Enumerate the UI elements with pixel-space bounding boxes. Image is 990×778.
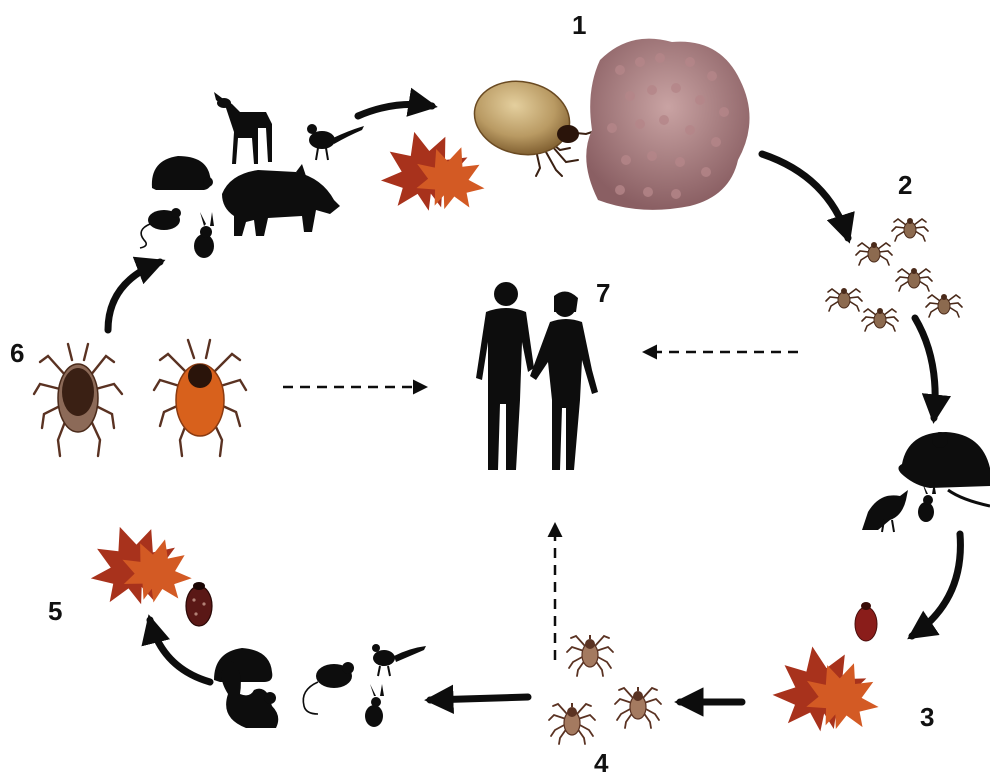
engorged-nymph-tick-icon	[186, 582, 212, 626]
mouse-icon	[140, 208, 181, 248]
stage-7-humans	[476, 282, 598, 470]
stage-3-engorged-larva	[765, 602, 900, 755]
tick-icon	[896, 268, 932, 291]
stage-label-4: 4	[594, 748, 609, 778]
deer-icon	[214, 92, 272, 164]
rabbit-icon	[918, 482, 936, 522]
engorged-larva-tick-icon	[855, 602, 877, 641]
tick-icon	[549, 703, 595, 744]
stage-label-7: 7	[596, 278, 610, 308]
stage-6-adults	[34, 340, 246, 456]
stage-5-engorged-nymph	[78, 504, 218, 637]
bird-icon	[862, 490, 908, 532]
stage-1-eggs	[371, 39, 750, 241]
tick-icon	[567, 635, 613, 676]
stage-label-6: 6	[10, 338, 24, 368]
boar-icon	[222, 164, 340, 236]
egg-mass-icon	[586, 39, 749, 210]
tick-icon	[615, 687, 661, 728]
adult-male-tick-icon	[34, 344, 122, 456]
stage-label-3: 3	[920, 702, 934, 732]
arrow-hosts-to-engorged-nymph	[150, 620, 210, 682]
leaf-icon	[765, 634, 900, 755]
tick-icon	[926, 294, 962, 317]
adult-female-tick-icon	[154, 340, 246, 456]
mouse-icon	[303, 662, 354, 714]
tick-icon	[862, 308, 898, 331]
arrow-nymphs-to-hosts	[430, 697, 528, 700]
tick-icon	[856, 242, 892, 265]
arrow-hosts-to-engorged-larva	[912, 534, 960, 636]
tick-icon	[892, 218, 928, 241]
pheasant-icon	[372, 644, 426, 676]
rabbit-icon	[194, 212, 214, 258]
rat-icon	[898, 432, 990, 506]
stage-labels: 1 2 3 4 5 6 7	[10, 10, 934, 778]
pheasant-icon	[307, 124, 364, 160]
stage-4-nymphs	[549, 635, 661, 744]
hedgehog-icon	[152, 156, 213, 190]
transmission-arrows	[283, 352, 798, 660]
adult-hosts-group	[140, 92, 364, 258]
stage-label-1: 1	[572, 10, 586, 40]
tick-icon	[826, 288, 862, 311]
engorged-female-tick-icon	[468, 73, 598, 176]
arrow-eggs-to-larvae	[762, 154, 848, 238]
rabbit-icon	[365, 684, 384, 727]
arrow-adults-to-hosts	[108, 262, 160, 330]
human-couple-icon	[476, 282, 598, 470]
larva-hosts-group	[862, 432, 990, 532]
stage-label-2: 2	[898, 170, 912, 200]
stage-label-5: 5	[48, 596, 62, 626]
arrow-larvae-to-hosts	[915, 318, 935, 418]
nymph-hosts-group	[214, 644, 426, 728]
arrow-hosts-to-female	[358, 104, 432, 116]
